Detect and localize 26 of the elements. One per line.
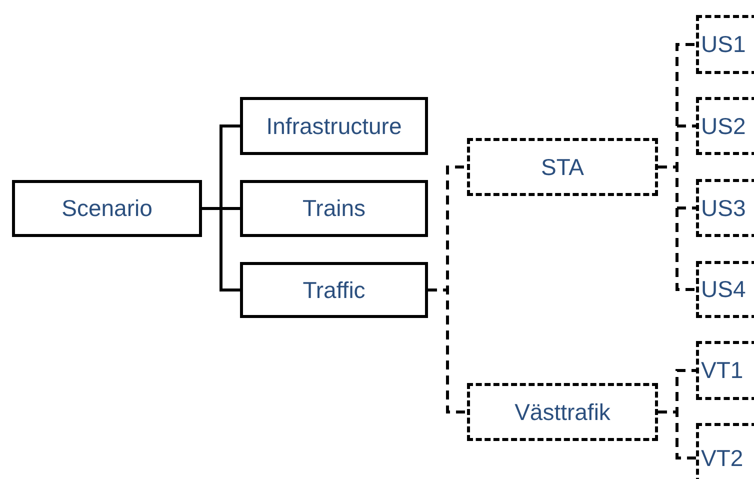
tree-box: [696, 179, 754, 237]
node-label: Traffic: [302, 278, 366, 302]
tree-box: [467, 383, 658, 441]
node-label: US3: [701, 196, 746, 220]
node-label: Infrastructure: [266, 114, 402, 138]
node-label: Västtrafik: [514, 400, 610, 424]
connector-line: [428, 288, 467, 414]
tree-box: [696, 341, 754, 400]
node-label: Trains: [302, 197, 366, 220]
tree-box: [240, 262, 428, 318]
node-label: US4: [701, 278, 746, 301]
node-label: US2: [701, 114, 746, 138]
connector-line: [202, 207, 240, 292]
node-label: VT2: [701, 446, 744, 470]
node-label: Scenario: [62, 197, 152, 220]
tree-box: [240, 97, 428, 155]
node-label: VT1: [701, 359, 744, 382]
node-label: STA: [540, 156, 584, 178]
node-label: US1: [701, 33, 746, 56]
tree-box: [696, 15, 754, 74]
tree-box: [467, 138, 658, 196]
tree-box: [696, 97, 754, 155]
tree-box: [12, 180, 202, 237]
tree-box: [240, 180, 428, 237]
connector-line: [658, 410, 696, 460]
tree-box: [696, 261, 754, 318]
